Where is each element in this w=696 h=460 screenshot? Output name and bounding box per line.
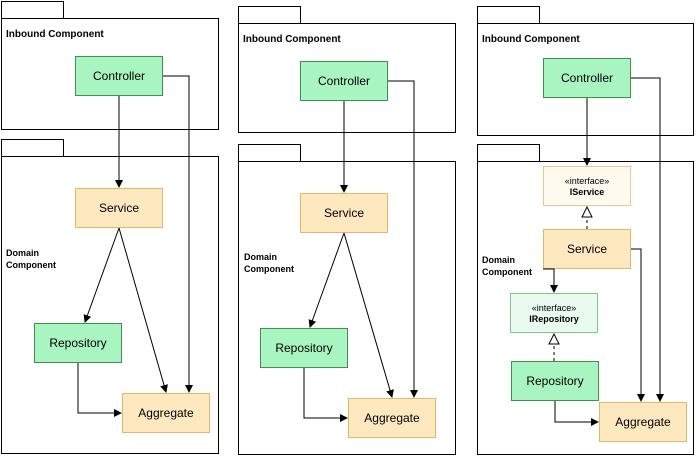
service-node-2[interactable]: Service xyxy=(300,193,388,233)
inbound-package-2 xyxy=(238,23,456,133)
service-node-3[interactable]: Service xyxy=(543,229,631,269)
edge-service-repository-1 xyxy=(83,227,120,323)
domain-label-3: Domain Component xyxy=(482,255,532,277)
iservice-stereotype: «interface» xyxy=(564,175,610,186)
edge-service-repository-2 xyxy=(308,232,345,328)
edge-repository-aggregate-1 xyxy=(77,363,122,417)
repository-node-1[interactable]: Repository xyxy=(34,323,122,363)
controller-node-2[interactable]: Controller xyxy=(300,61,388,101)
controller-node-1[interactable]: Controller xyxy=(75,56,163,96)
edge-controller-aggregate-2 xyxy=(388,80,418,398)
domain-label-1: Domain Component xyxy=(6,248,56,270)
repository-node-2[interactable]: Repository xyxy=(260,328,348,368)
inbound-label-2: Inbound Component xyxy=(243,34,341,45)
edge-service-aggregate-1 xyxy=(118,227,168,393)
inbound-label-3: Inbound Component xyxy=(482,34,580,45)
edge-service-irepository-3 xyxy=(543,268,558,293)
aggregate-node-1[interactable]: Aggregate xyxy=(122,393,210,433)
repository-node-3[interactable]: Repository xyxy=(511,361,599,401)
edge-service-aggregate-2 xyxy=(343,232,394,398)
aggregate-node-2[interactable]: Aggregate xyxy=(348,398,436,438)
service-node-1[interactable]: Service xyxy=(75,188,163,228)
irepository-name: IRepository xyxy=(529,313,579,324)
iservice-interface-node[interactable]: «interface» IService xyxy=(543,166,631,206)
irepository-stereotype: «interface» xyxy=(531,302,577,313)
edge-repository-aggregate-2 xyxy=(303,368,348,422)
edge-repository-aggregate-3 xyxy=(554,401,599,426)
controller-node-3[interactable]: Controller xyxy=(543,58,631,98)
edge-service-aggregate-3 xyxy=(631,248,645,402)
aggregate-node-3[interactable]: Aggregate xyxy=(599,402,687,442)
inbound-label-1: Inbound Component xyxy=(6,29,104,40)
edge-controller-aggregate-1 xyxy=(163,75,193,393)
domain-label-2: Domain Component xyxy=(244,252,294,274)
iservice-name: IService xyxy=(569,186,605,197)
irepository-interface-node[interactable]: «interface» IRepository xyxy=(510,293,598,333)
edge-controller-aggregate-3 xyxy=(631,77,664,402)
